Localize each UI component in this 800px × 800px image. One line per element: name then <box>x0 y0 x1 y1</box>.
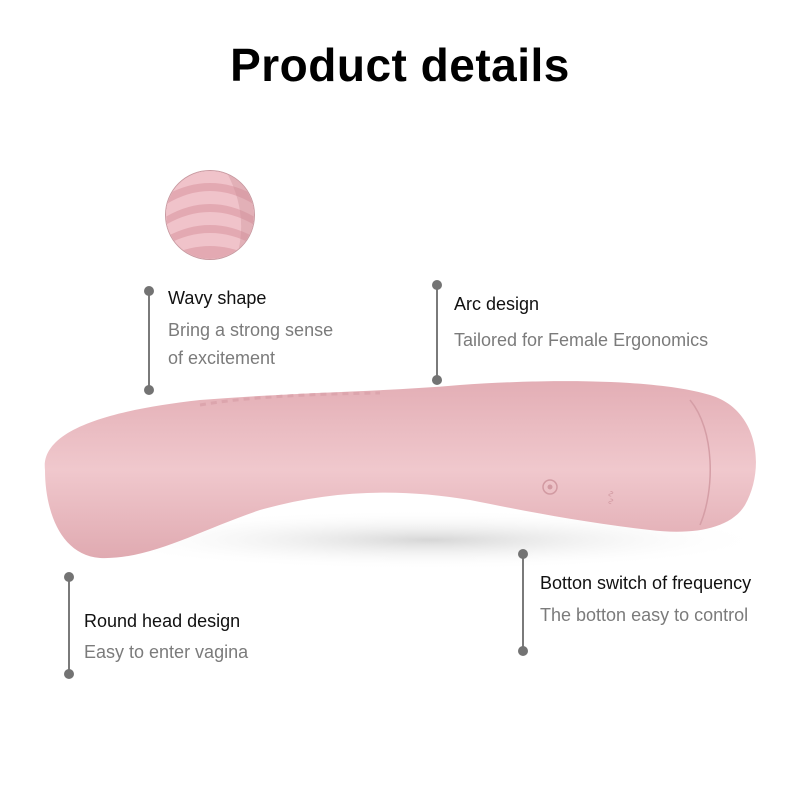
callout-line <box>522 553 524 651</box>
callout-dot-top <box>518 549 528 559</box>
callout-heading: Round head design <box>84 611 241 631</box>
mode-wave-icon: ∿∿ <box>606 490 616 505</box>
callout-description-line: Bring a strong sense <box>168 320 334 340</box>
callout-line <box>148 290 150 390</box>
callout-description: The botton easy to control <box>540 605 749 625</box>
callout-dot-bottom <box>432 375 442 385</box>
callout-description-line: of excitement <box>168 348 276 368</box>
callout-description: Tailored for Female Ergonomics <box>454 330 709 350</box>
page-title: Product details <box>230 39 570 91</box>
callout-heading: Botton switch of frequency <box>540 573 752 593</box>
callout-heading: Wavy shape <box>168 288 267 308</box>
callout-description: Bring a strong sense of excitement <box>168 316 333 372</box>
callout-dot-top <box>64 572 74 582</box>
power-button-icon <box>542 479 558 495</box>
callout-line <box>436 284 438 380</box>
callout-description: Easy to enter vagina <box>84 642 249 662</box>
callout-dot-bottom <box>518 646 528 656</box>
callout-dot-bottom <box>144 385 154 395</box>
callout-dot-bottom <box>64 669 74 679</box>
wavy-detail-closeup <box>165 170 255 260</box>
callout-heading: Arc design <box>454 294 540 314</box>
callout-dot-top <box>432 280 442 290</box>
callout-line <box>68 576 70 674</box>
callout-dot-top <box>144 286 154 296</box>
